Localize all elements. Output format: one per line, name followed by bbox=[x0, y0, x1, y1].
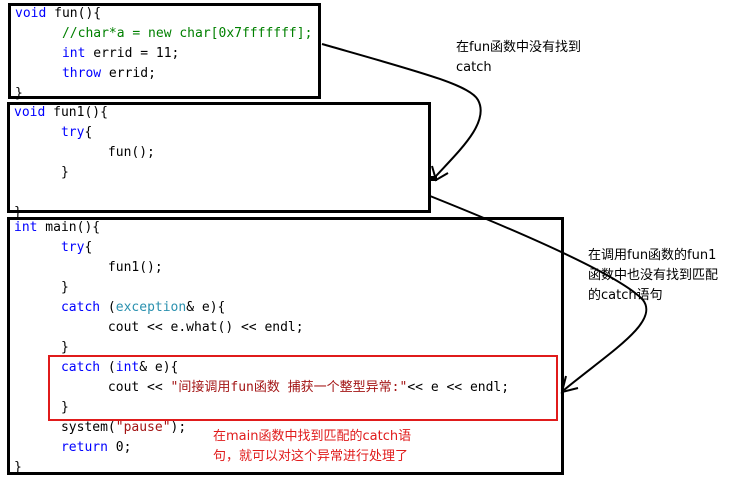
code-line: } bbox=[14, 338, 69, 358]
code-line: //char*a = new char[0x7fffffff]; bbox=[15, 24, 312, 44]
code-token: //char*a = new char[0x7fffffff]; bbox=[15, 26, 313, 41]
code-line: } bbox=[14, 203, 22, 223]
code-token: "pause" bbox=[115, 420, 171, 435]
code-line: int errid = 11; bbox=[15, 44, 179, 64]
fun-code-box: void fun(){ //char*a = new char[0x7fffff… bbox=[8, 3, 321, 101]
code-token: cout << bbox=[14, 380, 171, 395]
code-token: ( bbox=[100, 360, 116, 375]
code-token: try bbox=[60, 125, 85, 140]
annotation-fun-no-catch: 在fun函数中没有找到 catch bbox=[456, 40, 582, 75]
annotation-fun1-no-catch: 在调用fun函数的fun1 函数中也没有找到匹配 的catch语句 bbox=[588, 248, 719, 303]
code-line: try{ bbox=[14, 238, 92, 258]
code-token: 0; bbox=[107, 440, 132, 455]
code-line: void fun(){ bbox=[15, 4, 101, 24]
arrowhead-fun1 bbox=[431, 165, 449, 182]
code-line: } bbox=[14, 458, 22, 478]
code-line: throw errid; bbox=[15, 64, 156, 84]
code-line: system("pause"); bbox=[14, 418, 186, 438]
code-token bbox=[14, 240, 61, 255]
code-token: int bbox=[115, 360, 140, 375]
code-token: cout << e.what() << endl; bbox=[14, 320, 304, 335]
code-line: } bbox=[14, 163, 69, 183]
code-token: try bbox=[60, 240, 85, 255]
code-line: } bbox=[14, 278, 69, 298]
code-token: errid; bbox=[101, 66, 156, 81]
code-token: void bbox=[14, 105, 46, 120]
code-token: } bbox=[14, 460, 22, 475]
code-token: } bbox=[14, 340, 69, 355]
code-line: fun(); bbox=[14, 143, 155, 163]
annotation-main-catch-found: 在main函数中找到匹配的catch语 句，就可以对这个异常进行处理了 bbox=[213, 429, 412, 464]
code-token: int bbox=[14, 220, 38, 235]
code-line: try{ bbox=[14, 123, 92, 143]
code-token: exception bbox=[115, 300, 187, 315]
code-token: fun1(); bbox=[14, 260, 163, 275]
code-line: cout << e.what() << endl; bbox=[14, 318, 304, 338]
code-line: void fun1(){ bbox=[14, 103, 108, 123]
code-line: } bbox=[14, 398, 69, 418]
code-line: fun1(); bbox=[14, 258, 163, 278]
code-token: fun(); bbox=[14, 145, 155, 160]
code-line: int main(){ bbox=[14, 218, 100, 238]
code-token: } bbox=[15, 86, 23, 101]
code-token: ( bbox=[100, 300, 116, 315]
code-token: main(){ bbox=[37, 220, 101, 235]
code-token: void bbox=[15, 6, 47, 21]
code-token: } bbox=[14, 205, 22, 220]
code-token bbox=[15, 66, 62, 81]
matching-catch-highlight bbox=[48, 355, 558, 421]
code-token: } bbox=[14, 280, 69, 295]
code-token: catch bbox=[60, 360, 101, 375]
code-token: { bbox=[84, 240, 93, 255]
code-token bbox=[14, 125, 61, 140]
code-line: return 0; bbox=[14, 438, 131, 458]
code-token: catch bbox=[60, 300, 101, 315]
code-token: { bbox=[84, 125, 93, 140]
code-line: catch (exception& e){ bbox=[14, 298, 225, 318]
code-token bbox=[14, 440, 61, 455]
code-token: throw bbox=[61, 66, 102, 81]
code-token: "间接调用fun函数 捕获一个整型异常:" bbox=[170, 380, 408, 395]
code-token: fun1(){ bbox=[45, 105, 108, 120]
arrowhead-main bbox=[560, 375, 579, 394]
code-token: ); bbox=[170, 420, 187, 435]
code-token: int bbox=[61, 46, 86, 61]
code-token: return bbox=[60, 440, 108, 455]
code-token: fun(){ bbox=[46, 6, 102, 21]
code-line: catch (int& e){ bbox=[14, 358, 178, 378]
code-token: errid = 11; bbox=[85, 46, 180, 61]
code-token: & e){ bbox=[139, 360, 179, 375]
code-token: & e){ bbox=[186, 300, 226, 315]
arrowhead-fun1-dot bbox=[431, 176, 437, 181]
code-token: system( bbox=[14, 420, 116, 435]
code-line: } bbox=[15, 84, 23, 104]
code-token: } bbox=[14, 400, 69, 415]
fun1-code-box: void fun1(){ try{ fun(); }} bbox=[7, 102, 431, 220]
code-token: } bbox=[14, 165, 69, 180]
code-token bbox=[15, 46, 62, 61]
code-token bbox=[14, 300, 61, 315]
